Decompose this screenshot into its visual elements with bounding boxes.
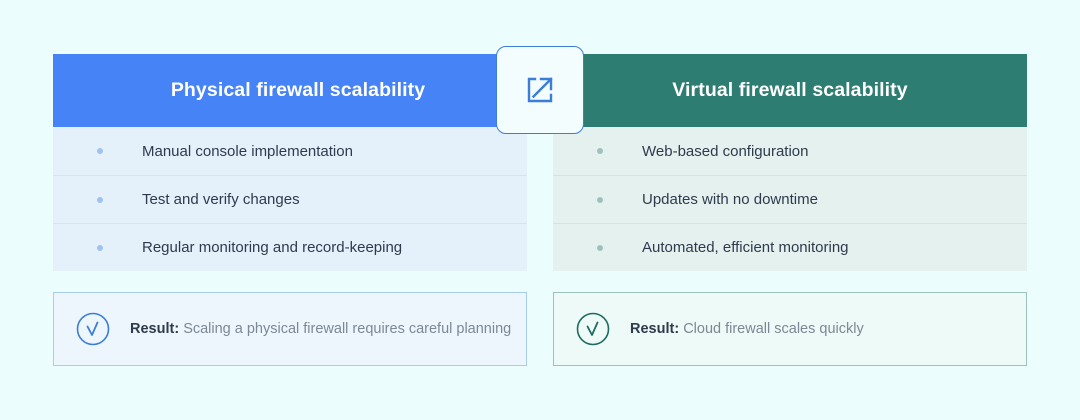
list-item-label: Regular monitoring and record-keeping bbox=[142, 239, 403, 256]
result-label: Result: bbox=[130, 320, 180, 337]
result-text-physical: Result: Scaling a physical firewall requ… bbox=[130, 318, 511, 341]
list-item: Web-based configuration bbox=[553, 127, 1027, 175]
result-body: Scaling a physical firewall requires car… bbox=[183, 320, 512, 337]
header-row: Physical firewall scalability Virtual fi… bbox=[53, 46, 1027, 134]
list-item: Updates with no downtime bbox=[553, 175, 1027, 223]
result-text-virtual: Result: Cloud firewall scales quickly bbox=[630, 318, 864, 341]
column-header-virtual: Virtual firewall scalability bbox=[553, 54, 1027, 127]
result-label: Result: bbox=[630, 320, 680, 337]
feature-list-virtual: Web-based configuration Updates with no … bbox=[553, 127, 1027, 271]
list-item: Manual console implementation bbox=[53, 127, 527, 175]
bullet-icon bbox=[597, 244, 603, 251]
list-item-label: Updates with no downtime bbox=[642, 191, 818, 208]
comparison-board: Physical firewall scalability Virtual fi… bbox=[53, 46, 1027, 366]
feature-list-physical: Manual console implementation Test and v… bbox=[53, 127, 527, 271]
result-box-virtual: Result: Cloud firewall scales quickly bbox=[553, 292, 1027, 366]
feature-lists: Manual console implementation Test and v… bbox=[53, 127, 1027, 271]
bullet-icon bbox=[97, 244, 103, 251]
column-header-physical-label: Physical firewall scalability bbox=[170, 79, 426, 101]
column-header-virtual-label: Virtual firewall scalability bbox=[672, 79, 908, 101]
external-link-icon[interactable] bbox=[496, 46, 584, 134]
list-item-label: Test and verify changes bbox=[142, 191, 300, 208]
bullet-icon bbox=[597, 148, 603, 154]
list-item-label: Automated, efficient monitoring bbox=[642, 239, 849, 256]
bullet-icon bbox=[597, 196, 603, 203]
list-item-label: Web-based configuration bbox=[642, 142, 809, 160]
bullet-icon bbox=[97, 148, 103, 154]
column-header-physical: Physical firewall scalability bbox=[53, 54, 543, 127]
bullet-icon bbox=[97, 196, 103, 203]
list-item: Regular monitoring and record-keeping bbox=[53, 223, 527, 271]
list-item-label: Manual console implementation bbox=[142, 142, 353, 160]
check-circle-icon bbox=[74, 310, 112, 348]
check-circle-icon bbox=[574, 310, 612, 348]
list-item: Automated, efficient monitoring bbox=[553, 223, 1027, 271]
result-row: Result: Scaling a physical firewall requ… bbox=[53, 292, 1027, 366]
list-item: Test and verify changes bbox=[53, 175, 527, 223]
result-box-physical: Result: Scaling a physical firewall requ… bbox=[53, 292, 527, 366]
result-body: Cloud firewall scales quickly bbox=[683, 320, 864, 337]
